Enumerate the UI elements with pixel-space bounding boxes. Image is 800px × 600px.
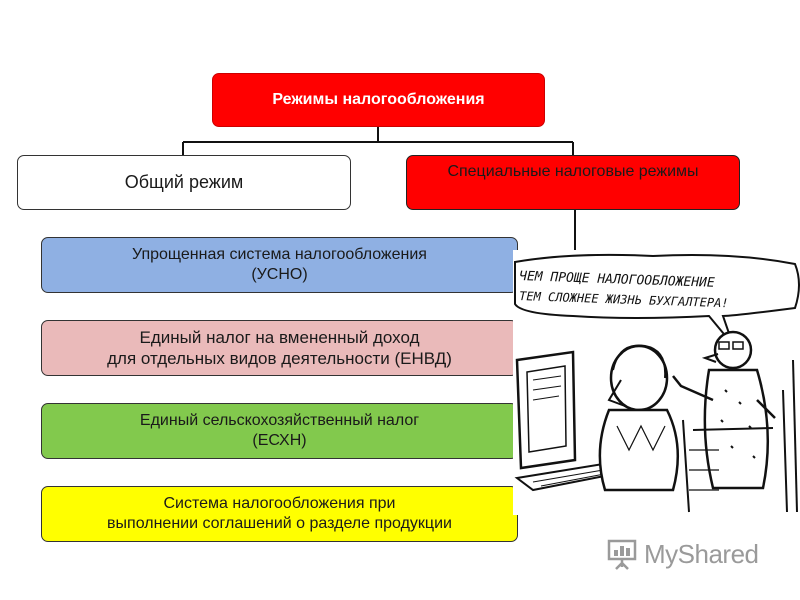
regime-srp-line2: выполнении соглашений о разделе продукци… bbox=[107, 515, 452, 532]
regime-envd-line1: Единый налог на вмененный доход bbox=[139, 327, 420, 347]
regime-eshn-line1: Единый сельскохозяйственный налог bbox=[139, 412, 420, 429]
regime-usno-line1: Упрощенная система налогообложения bbox=[132, 246, 427, 263]
special-regimes-box: Специальные налоговые режимы bbox=[406, 155, 740, 210]
cartoon-caption-line1: ЧЕМ ПРОЩЕ НАЛОГООБЛОЖЕНИЕ bbox=[519, 269, 715, 291]
myshared-watermark: MyShared bbox=[606, 535, 776, 573]
root-label: Режимы налогообложения bbox=[272, 91, 485, 108]
watermark-text: MyShared bbox=[644, 538, 759, 569]
regime-envd-line2: для отдельных видов деятельности (ЕНВД) bbox=[107, 349, 452, 368]
regime-box-usno: Упрощенная система налогообложения (УСНО… bbox=[41, 237, 518, 293]
regime-box-eshn: Единый сельскохозяйственный налог (ЕСХН) bbox=[41, 403, 518, 459]
regime-srp-line1: Система налогообложения при bbox=[163, 495, 396, 512]
regime-usno-line2: (УСНО) bbox=[251, 266, 308, 283]
general-regime-box: Общий режим bbox=[17, 155, 351, 210]
tax-regimes-root-box: Режимы налогообложения bbox=[212, 73, 545, 127]
general-regime-label: Общий режим bbox=[124, 172, 244, 193]
presentation-board-icon bbox=[607, 539, 637, 570]
regime-box-envd: Единый налог на вмененный доход для отде… bbox=[41, 320, 518, 376]
special-regimes-label: Специальные налоговые режимы bbox=[447, 163, 699, 180]
regime-box-srp: Система налогообложения при выполнении с… bbox=[41, 486, 518, 542]
accountant-cartoon-illustration: ЧЕМ ПРОЩЕ НАЛОГООБЛОЖЕНИЕ ТЕМ СЛОЖНЕЕ ЖИ… bbox=[513, 250, 800, 515]
regime-eshn-line2: (ЕСХН) bbox=[252, 432, 307, 449]
